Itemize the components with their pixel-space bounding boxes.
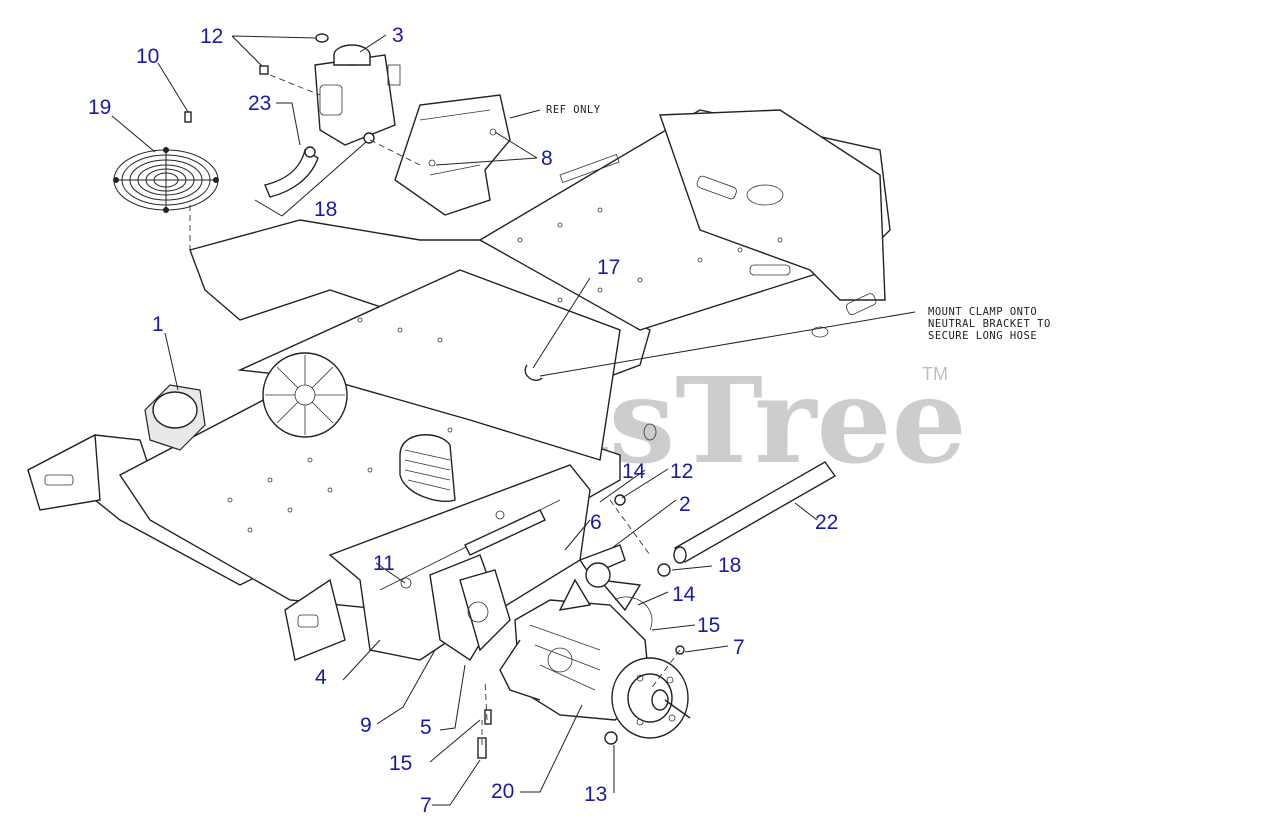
callout-12-lower: 12	[670, 460, 693, 483]
transaxle-fan	[558, 544, 642, 612]
callout-17: 17	[597, 256, 620, 279]
callout-1: 1	[152, 313, 164, 336]
callout-2: 2	[679, 493, 691, 516]
trademark-mark: TM	[922, 364, 948, 384]
callout-14-top: 14	[622, 460, 646, 483]
note-mount-line3: SECURE LONG HOSE	[928, 330, 1037, 342]
tube	[673, 461, 837, 564]
callouts: 12 3 10 19 23 18 8 17 1 14 12 2 6 22 11 …	[88, 24, 838, 817]
reservoir-tank	[314, 44, 401, 146]
callout-8: 8	[541, 147, 553, 170]
rear-bracket-ref	[394, 94, 511, 216]
callout-7-right: 7	[733, 636, 745, 659]
callout-15-right: 15	[697, 614, 720, 637]
reservoir-hose	[264, 146, 319, 198]
callout-18-top: 18	[314, 198, 337, 221]
callout-22: 22	[815, 511, 838, 534]
callout-10: 10	[136, 45, 159, 68]
control-rod	[464, 509, 546, 556]
leader-lines	[111, 34, 916, 806]
callout-4: 4	[315, 666, 327, 689]
callout-20: 20	[491, 780, 514, 803]
screw-15-icon	[484, 709, 492, 725]
fan-guard	[113, 147, 219, 213]
cap-screw-icon	[315, 33, 329, 43]
callout-19: 19	[88, 96, 111, 119]
cooling-fan-left	[262, 352, 348, 438]
assembly-lines	[189, 74, 681, 745]
callout-23: 23	[248, 92, 271, 115]
clamp-17-icon	[524, 364, 543, 382]
note-mount-line2: NEUTRAL BRACKET TO	[928, 318, 1051, 330]
right-transaxle	[499, 599, 691, 745]
callout-18-lower: 18	[718, 554, 741, 577]
callout-7-lower: 7	[420, 794, 432, 817]
cooling-fan-right	[399, 434, 456, 502]
bolt-7-icon	[477, 737, 487, 759]
callout-12-top: 12	[200, 25, 223, 48]
notes: REF ONLY MOUNT CLAMP ONTO NEUTRAL BRACKE…	[546, 104, 1051, 342]
main-frame	[27, 109, 891, 661]
screw-10-icon	[184, 111, 192, 123]
callout-14-lower: 14	[672, 583, 696, 606]
callout-6: 6	[590, 511, 602, 534]
callout-13: 13	[584, 783, 607, 806]
note-ref-only: REF ONLY	[546, 104, 601, 116]
hose-clamp-icon	[657, 563, 671, 577]
callout-5: 5	[420, 716, 432, 739]
left-transaxle	[144, 384, 206, 451]
spring	[614, 596, 653, 631]
callout-9: 9	[360, 714, 372, 737]
callout-15-lower: 15	[389, 752, 412, 775]
note-mount-line1: MOUNT CLAMP ONTO	[928, 306, 1037, 318]
spacer-bracket	[429, 554, 511, 661]
nut-12-icon	[259, 65, 269, 75]
callout-3: 3	[392, 24, 404, 47]
callout-11: 11	[373, 552, 395, 575]
